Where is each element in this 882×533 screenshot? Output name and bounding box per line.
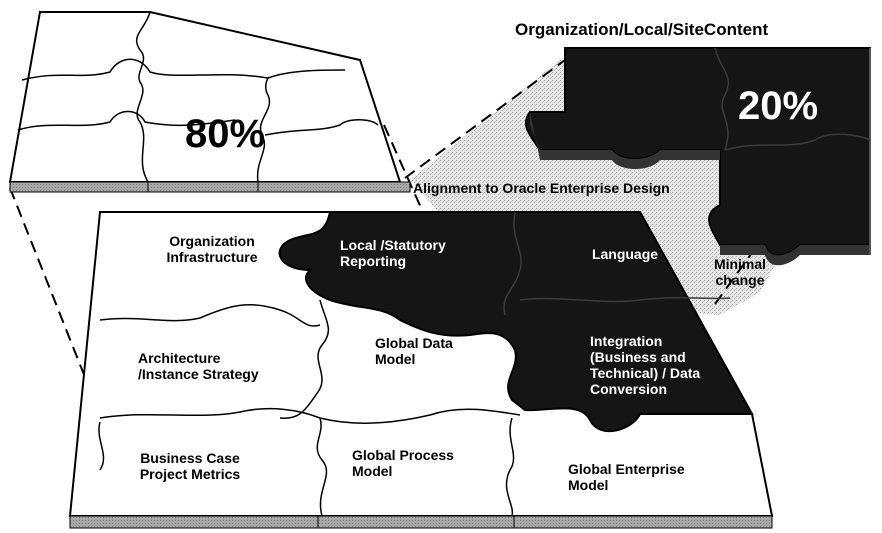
piece-architecture-instance-strategy: Architecture /Instance Strategy [138,350,259,382]
piece-global-data-model: Global Data Model [375,335,453,367]
piece-organization-infrastructure: Organization Infrastructure [166,233,258,265]
piece-global-enterprise-model: Global Enterprise Model [568,461,685,493]
main-puzzle-board [68,211,774,529]
alignment-label: Alignment to Oracle Enterprise Design [413,180,670,196]
piece-business-case-project-metrics: Business Case Project Metrics [139,450,241,482]
piece-integration: Integration (Business and Technical) / D… [590,333,701,397]
top-left-puzzle [8,11,411,193]
percent-80-label: 80% [185,112,266,156]
projection-lines [9,59,849,416]
page-title: Organization/Local/SiteContent [515,20,769,39]
piece-language: Language [591,246,659,262]
minimal-change-label: Minimal change [713,256,767,288]
piece-local-statutory-reporting: Local /Statutory Reporting [340,237,446,269]
piece-global-process-model: Global Process Model [352,447,454,479]
percent-20-label: 20% [738,84,819,128]
top-right-puzzle [524,47,871,266]
